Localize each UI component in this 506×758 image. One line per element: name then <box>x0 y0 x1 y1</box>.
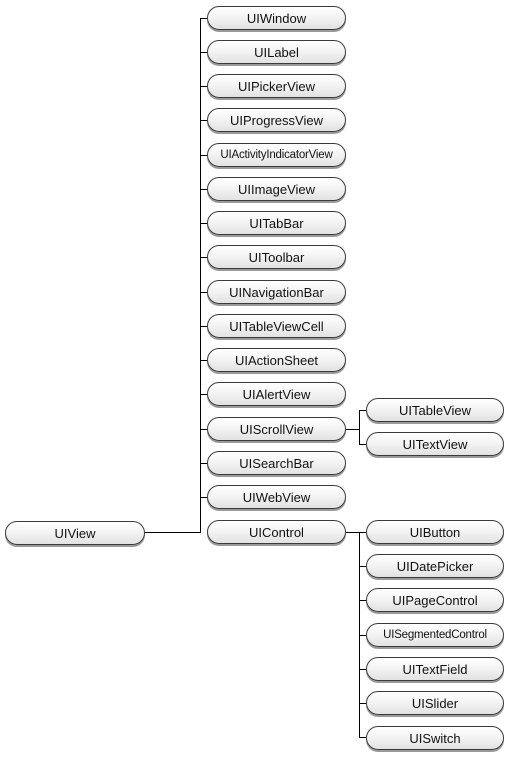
node-uitextfield: UITextField <box>366 657 504 681</box>
connector-branch <box>359 635 366 636</box>
node-uiwebview: UIWebView <box>207 485 346 509</box>
connector-branch <box>359 600 366 601</box>
node-uiscrollview: UIScrollView <box>207 417 346 441</box>
node-uiactionsheet: UIActionSheet <box>207 348 346 372</box>
connector-branch <box>359 669 366 670</box>
connector-branch <box>200 394 207 395</box>
node-uiwindow: UIWindow <box>207 6 346 30</box>
node-uipickerview: UIPickerView <box>207 74 346 98</box>
node-uitabbar: UITabBar <box>207 211 346 235</box>
connector-branch <box>200 155 207 156</box>
connector-scrollview <box>346 429 360 430</box>
node-uitableviewcell: UITableViewCell <box>207 314 346 338</box>
connector-branch <box>359 703 366 704</box>
connector-branch <box>359 566 366 567</box>
node-uiprogressview: UIProgressView <box>207 108 346 132</box>
connector-scrollview-trunk <box>359 410 360 445</box>
node-uinavigationbar: UINavigationBar <box>207 280 346 304</box>
node-uibutton: UIButton <box>366 520 504 544</box>
connector-branch <box>200 18 207 19</box>
node-uitextview: UITextView <box>366 432 504 456</box>
connector-branch <box>200 86 207 87</box>
connector-branch <box>200 360 207 361</box>
connector-control <box>346 532 360 533</box>
connector-children-trunk <box>200 18 201 533</box>
node-uiactivityindicatorview: UIActivityIndicatorView <box>207 143 346 167</box>
connector-branch <box>200 326 207 327</box>
connector-branch <box>200 257 207 258</box>
connector-branch <box>359 532 366 533</box>
node-uiswitch: UISwitch <box>366 726 504 750</box>
node-uilabel: UILabel <box>207 40 346 64</box>
connector-branch <box>200 429 207 430</box>
connector-branch <box>359 444 366 445</box>
node-uislider: UISlider <box>366 691 504 715</box>
connector-root <box>145 532 201 533</box>
connector-branch <box>359 737 366 738</box>
node-uipagecontrol: UIPageControl <box>366 588 504 612</box>
node-uiview: UIView <box>5 521 145 545</box>
connector-branch <box>200 463 207 464</box>
connector-branch <box>359 410 366 411</box>
node-uidatepicker: UIDatePicker <box>366 554 504 578</box>
connector-branch <box>200 120 207 121</box>
node-uisegmentedcontrol: UISegmentedControl <box>366 623 504 647</box>
node-uitoolbar: UIToolbar <box>207 245 346 269</box>
connector-branch <box>200 223 207 224</box>
connector-branch <box>200 52 207 53</box>
node-uisearchbar: UISearchBar <box>207 451 346 475</box>
connector-branch <box>200 189 207 190</box>
connector-branch <box>200 497 207 498</box>
node-uicontrol: UIControl <box>207 520 346 544</box>
node-uitableview: UITableView <box>366 398 504 422</box>
node-uiimageview: UIImageView <box>207 177 346 201</box>
node-uialertview: UIAlertView <box>207 382 346 406</box>
connector-branch <box>200 292 207 293</box>
